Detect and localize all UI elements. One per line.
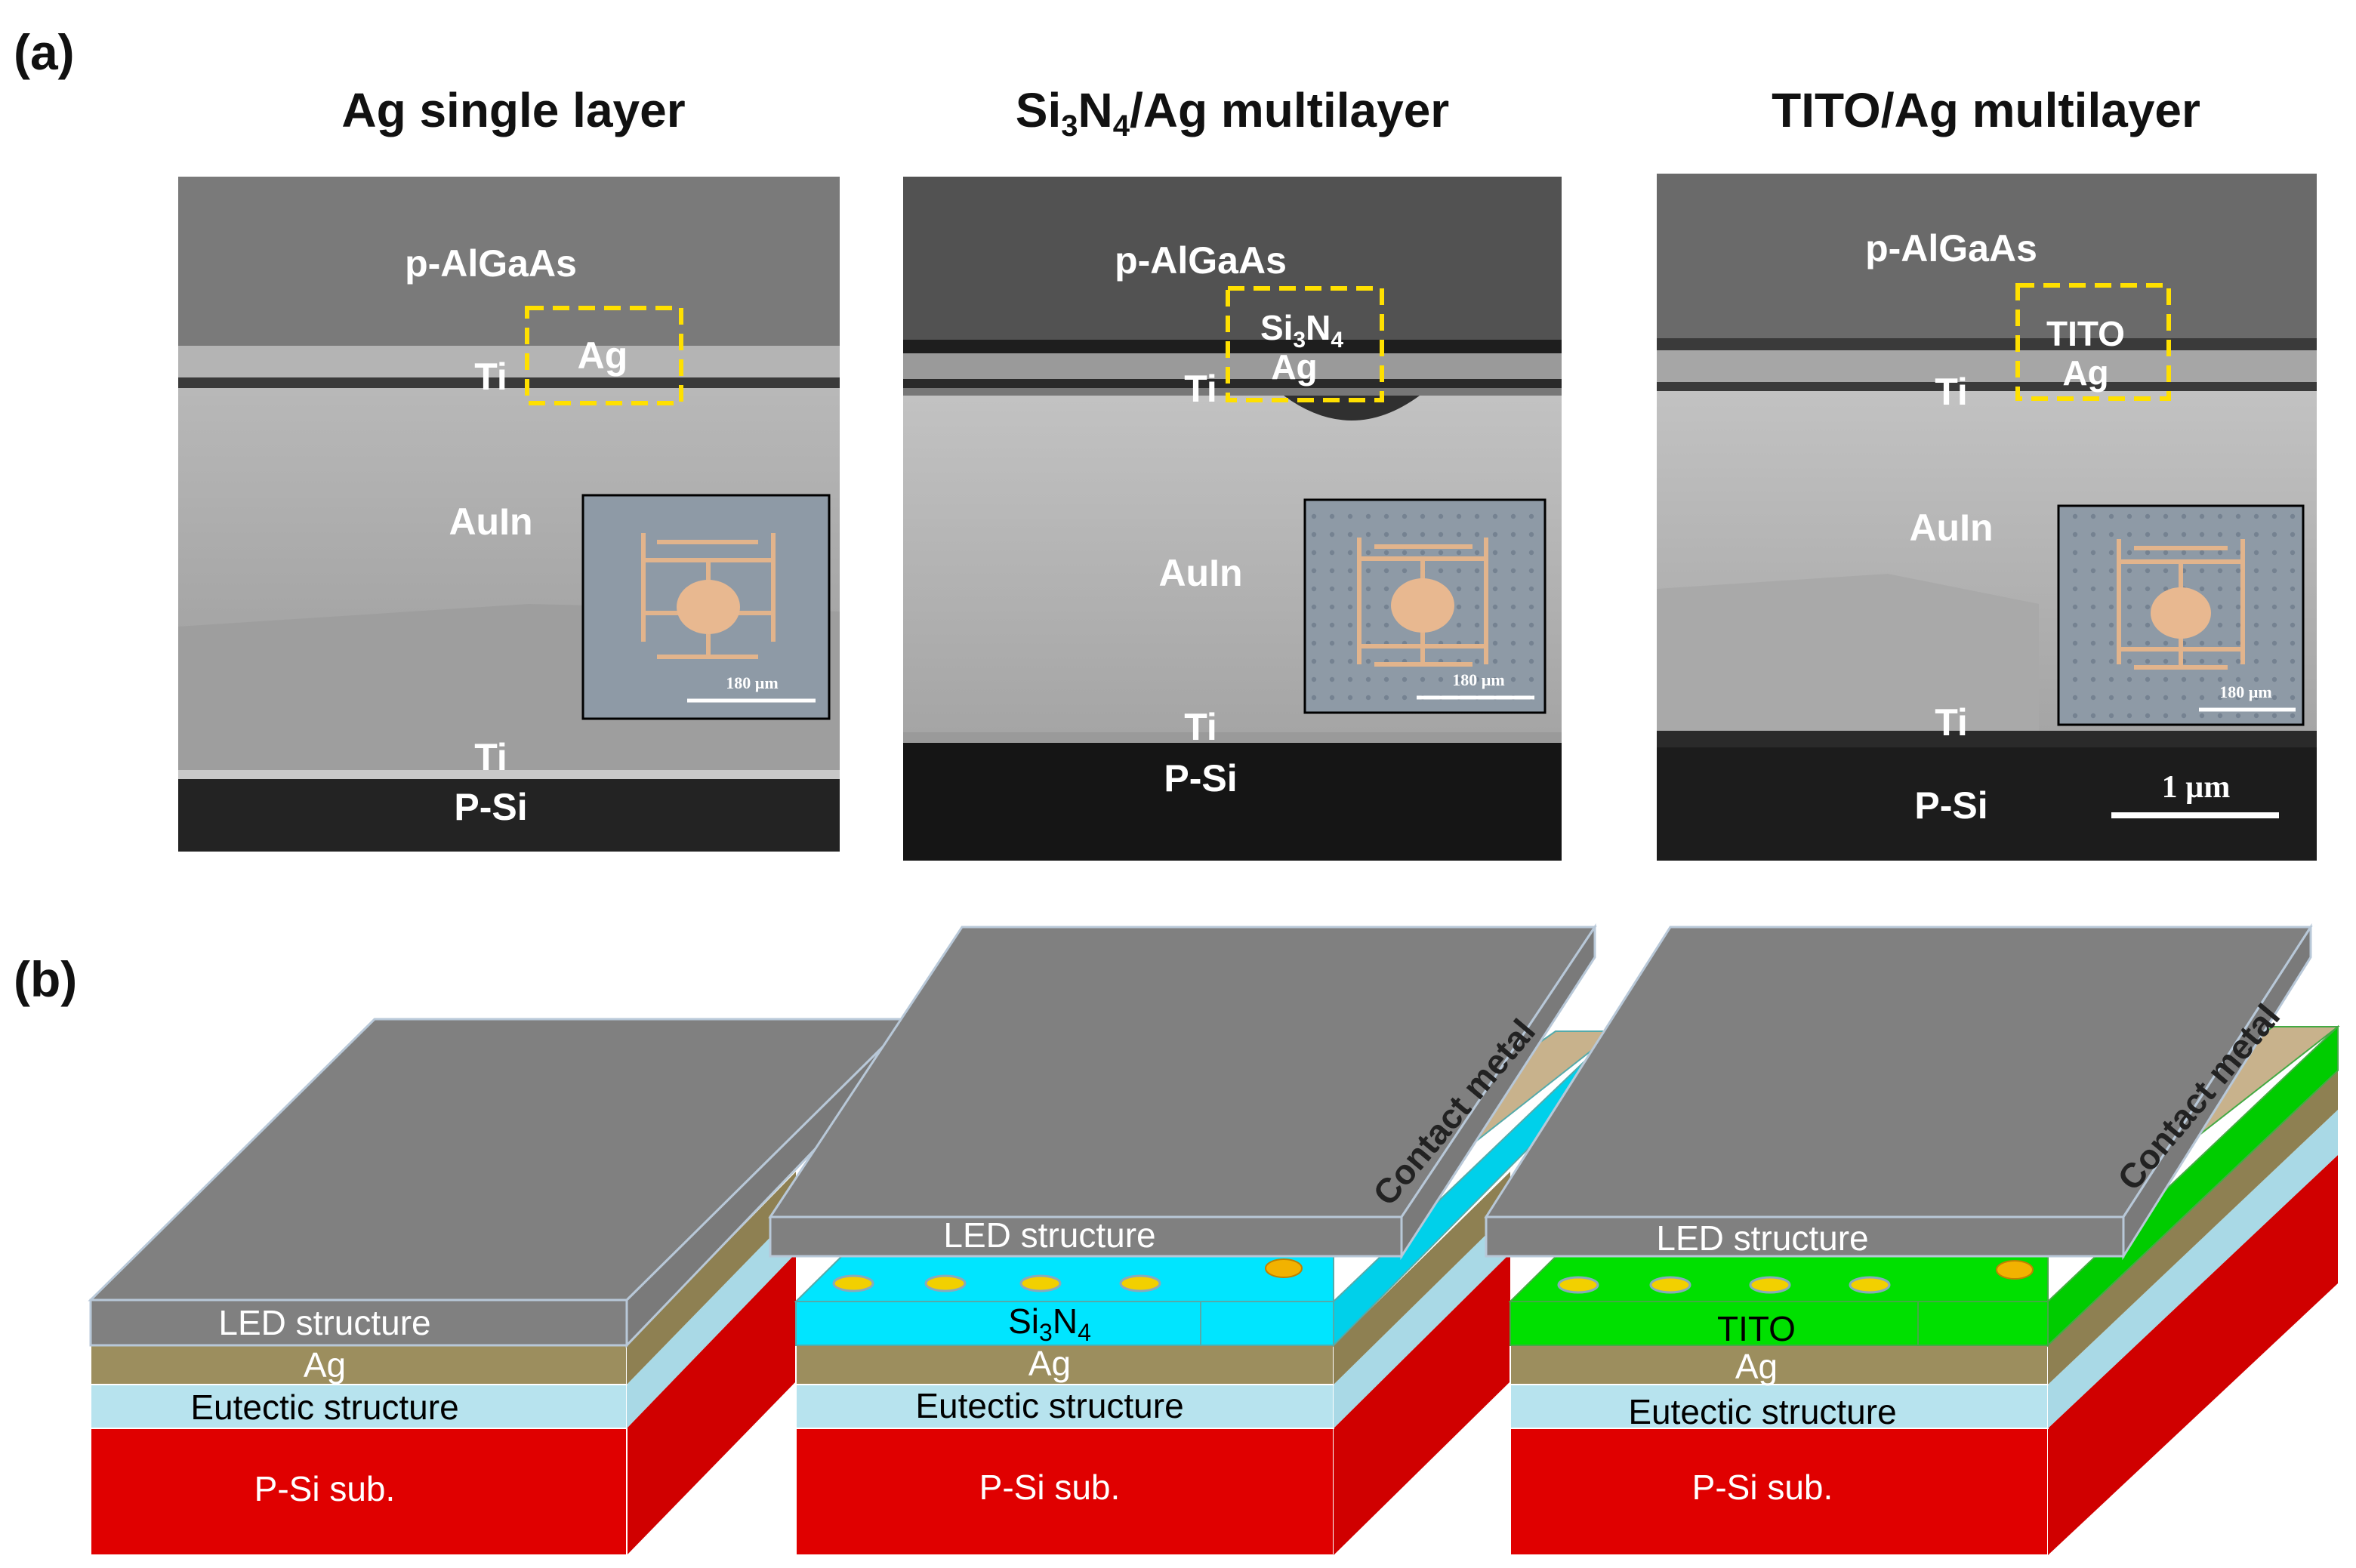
label-substrate: P-Si sub.	[254, 1469, 396, 1508]
inset-scale-label: 180 µm	[2219, 682, 2272, 701]
label-auin: AuIn	[449, 501, 532, 543]
panel-b-letter: (b)	[14, 951, 77, 1007]
ag-layer-band	[1657, 350, 2317, 382]
sem-image-ag-single: p-AlGaAs Ag Ti AuIn Ti P-Si 180 µm	[178, 177, 840, 852]
label-eutectic: Eutectic structure	[190, 1388, 458, 1427]
inset-scale-label: 180 µm	[726, 673, 779, 692]
label-substrate: P-Si sub.	[1692, 1468, 1833, 1507]
contact-holes	[1557, 1276, 1891, 1294]
label-si3n4: Si3N4	[1008, 1302, 1091, 1346]
label-ag: Ag	[2062, 353, 2108, 393]
label-tito: TITO	[2046, 314, 2125, 353]
ag-layer	[90, 1345, 628, 1385]
label-ag: Ag	[304, 1345, 346, 1385]
region-box	[1226, 286, 1384, 402]
label-ag: Ag	[1028, 1344, 1071, 1383]
p-algaas-region	[903, 177, 1562, 340]
region-box	[2015, 283, 2171, 401]
p-algaas-region	[1657, 174, 2317, 338]
stack-si3n4-ag: Contact metal LED structure Si3N4 Ag Eut…	[768, 923, 1618, 1556]
optical-inset: 180 µm	[1303, 498, 1547, 714]
led-structure	[769, 1215, 1403, 1258]
inset-scale-label: 180 µm	[1452, 670, 1505, 689]
label-tito: TITO	[1717, 1309, 1796, 1348]
label-ti-top: Ti	[474, 356, 507, 398]
label-led-structure: LED structure	[943, 1215, 1155, 1255]
label-p-si: P-Si	[454, 786, 527, 828]
substrate-block	[1510, 1428, 2049, 1556]
stack-tito-ag: Contact metal LED structure TITO Ag Eute…	[1484, 923, 2340, 1556]
label-led-structure: LED structure	[218, 1303, 430, 1342]
ag-layer	[1510, 1345, 2049, 1385]
contact-holes	[832, 1274, 1161, 1292]
optical-inset: 180 µm	[2057, 504, 2305, 726]
column-title-tito-ag: TITO/Ag multilayer	[1772, 83, 2200, 137]
p-si-region	[903, 743, 1562, 861]
ag-layer-band	[903, 353, 1562, 379]
label-p-si: P-Si	[1164, 757, 1237, 799]
label-auin: AuIn	[1909, 507, 1993, 549]
scale-bar-label: 1 µm	[2162, 770, 2231, 805]
label-ti-top: Ti	[1935, 371, 1968, 413]
substrate-block	[795, 1428, 1334, 1556]
column-title-ag-single: Ag single layer	[341, 83, 685, 137]
led-structure	[1485, 1215, 2125, 1258]
label-auin: AuIn	[1158, 552, 1242, 594]
label-substrate: P-Si sub.	[979, 1468, 1121, 1507]
ag-layer	[795, 1345, 1334, 1385]
optical-inset: 180 µm	[581, 494, 831, 720]
label-ti-bottom: Ti	[1935, 701, 1968, 744]
label-eutectic: Eutectic structure	[1628, 1392, 1896, 1431]
label-ag: Ag	[1735, 1347, 1778, 1386]
ti-layer-band	[178, 377, 840, 388]
label-eutectic: Eutectic structure	[915, 1386, 1183, 1425]
sem-image-tito-ag: p-AlGaAs TITO Ag Ti AuIn Ti P-Si 180 µm …	[1657, 174, 2317, 861]
label-ti-bottom: Ti	[1184, 706, 1217, 748]
label-p-algaas: p-AlGaAs	[1865, 227, 2037, 270]
label-ti-bottom: Ti	[474, 736, 507, 778]
column-title-si3n4-ag: Si3N4/Ag multilayer	[1016, 83, 1449, 143]
label-ti-top: Ti	[1184, 368, 1217, 410]
eutectic-layer	[1510, 1384, 2049, 1429]
p-si-region	[1657, 747, 2317, 861]
label-si3n4: Si3N4	[1260, 308, 1343, 353]
p-si-region	[178, 779, 840, 852]
label-led-structure: LED structure	[1656, 1218, 1868, 1258]
panel-a-letter: (a)	[14, 24, 75, 80]
region-box	[525, 306, 683, 405]
label-ag: Ag	[578, 334, 628, 377]
stack-ag-single: LED structure Ag Eutectic structure P-Si…	[88, 1016, 914, 1556]
label-p-algaas: p-AlGaAs	[405, 242, 577, 285]
sem-image-si3n4-ag: p-AlGaAs Si3N4 Ag Ti AuIn Ti P-Si 180 µm	[903, 177, 1562, 861]
label-ag: Ag	[1271, 347, 1317, 387]
label-p-algaas: p-AlGaAs	[1115, 239, 1287, 282]
label-p-si: P-Si	[1914, 784, 1987, 827]
p-algaas-region	[178, 177, 840, 346]
ag-layer-band	[178, 346, 840, 377]
